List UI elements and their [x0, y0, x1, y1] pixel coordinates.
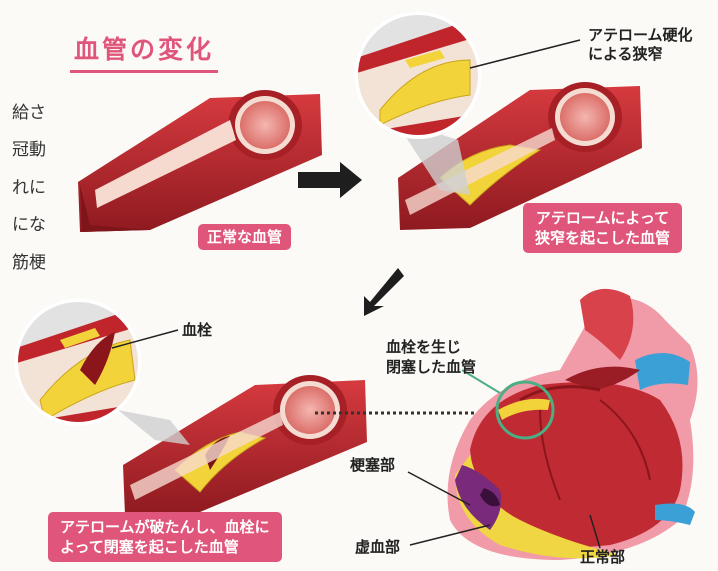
- label-occluded-vessel: アテロームが破たんし、血栓に よって閉塞を起こした血管: [48, 512, 282, 562]
- side-text-4: にな: [0, 210, 46, 235]
- side-text-2: 冠動: [0, 135, 46, 160]
- label-thrombus: 血栓: [182, 321, 212, 340]
- label-normal-vessel: 正常な血管: [198, 224, 291, 250]
- side-text-5: 筋梗: [0, 248, 46, 273]
- thrombus-magnifier: [0, 290, 160, 450]
- label-stenosis-line1: アテロームによって: [535, 208, 670, 228]
- label-atheroma-bottom: による狭窄: [588, 45, 663, 64]
- label-heart-thrombus-1: 血栓を生じ: [386, 338, 461, 357]
- label-normal-area: 正常部: [580, 548, 625, 567]
- arrow-right-icon: [298, 162, 362, 198]
- side-text-1: 給さ: [0, 98, 46, 123]
- label-occluded-line2: よって閉塞を起こした血管: [60, 537, 270, 557]
- occluded-vessel-illustration: [123, 375, 367, 515]
- label-infarct: 梗塞部: [350, 456, 395, 475]
- normal-vessel-illustration: [78, 90, 322, 232]
- arrow-down-left-icon: [364, 268, 404, 316]
- label-heart-thrombus-2: 閉塞した血管: [386, 358, 476, 377]
- side-text-3: れに: [0, 173, 46, 198]
- label-stenosis-vessel: アテロームによって 狭窄を起こした血管: [523, 203, 682, 253]
- label-ischemic: 虚血部: [355, 538, 400, 557]
- label-occluded-line1: アテロームが破たんし、血栓に: [60, 517, 270, 537]
- label-atheroma-top: アテローム硬化: [588, 26, 693, 45]
- heart-illustration: [448, 289, 698, 560]
- label-stenosis-line2: 狭窄を起こした血管: [535, 228, 670, 248]
- diagram-title: 血管の変化: [70, 30, 218, 73]
